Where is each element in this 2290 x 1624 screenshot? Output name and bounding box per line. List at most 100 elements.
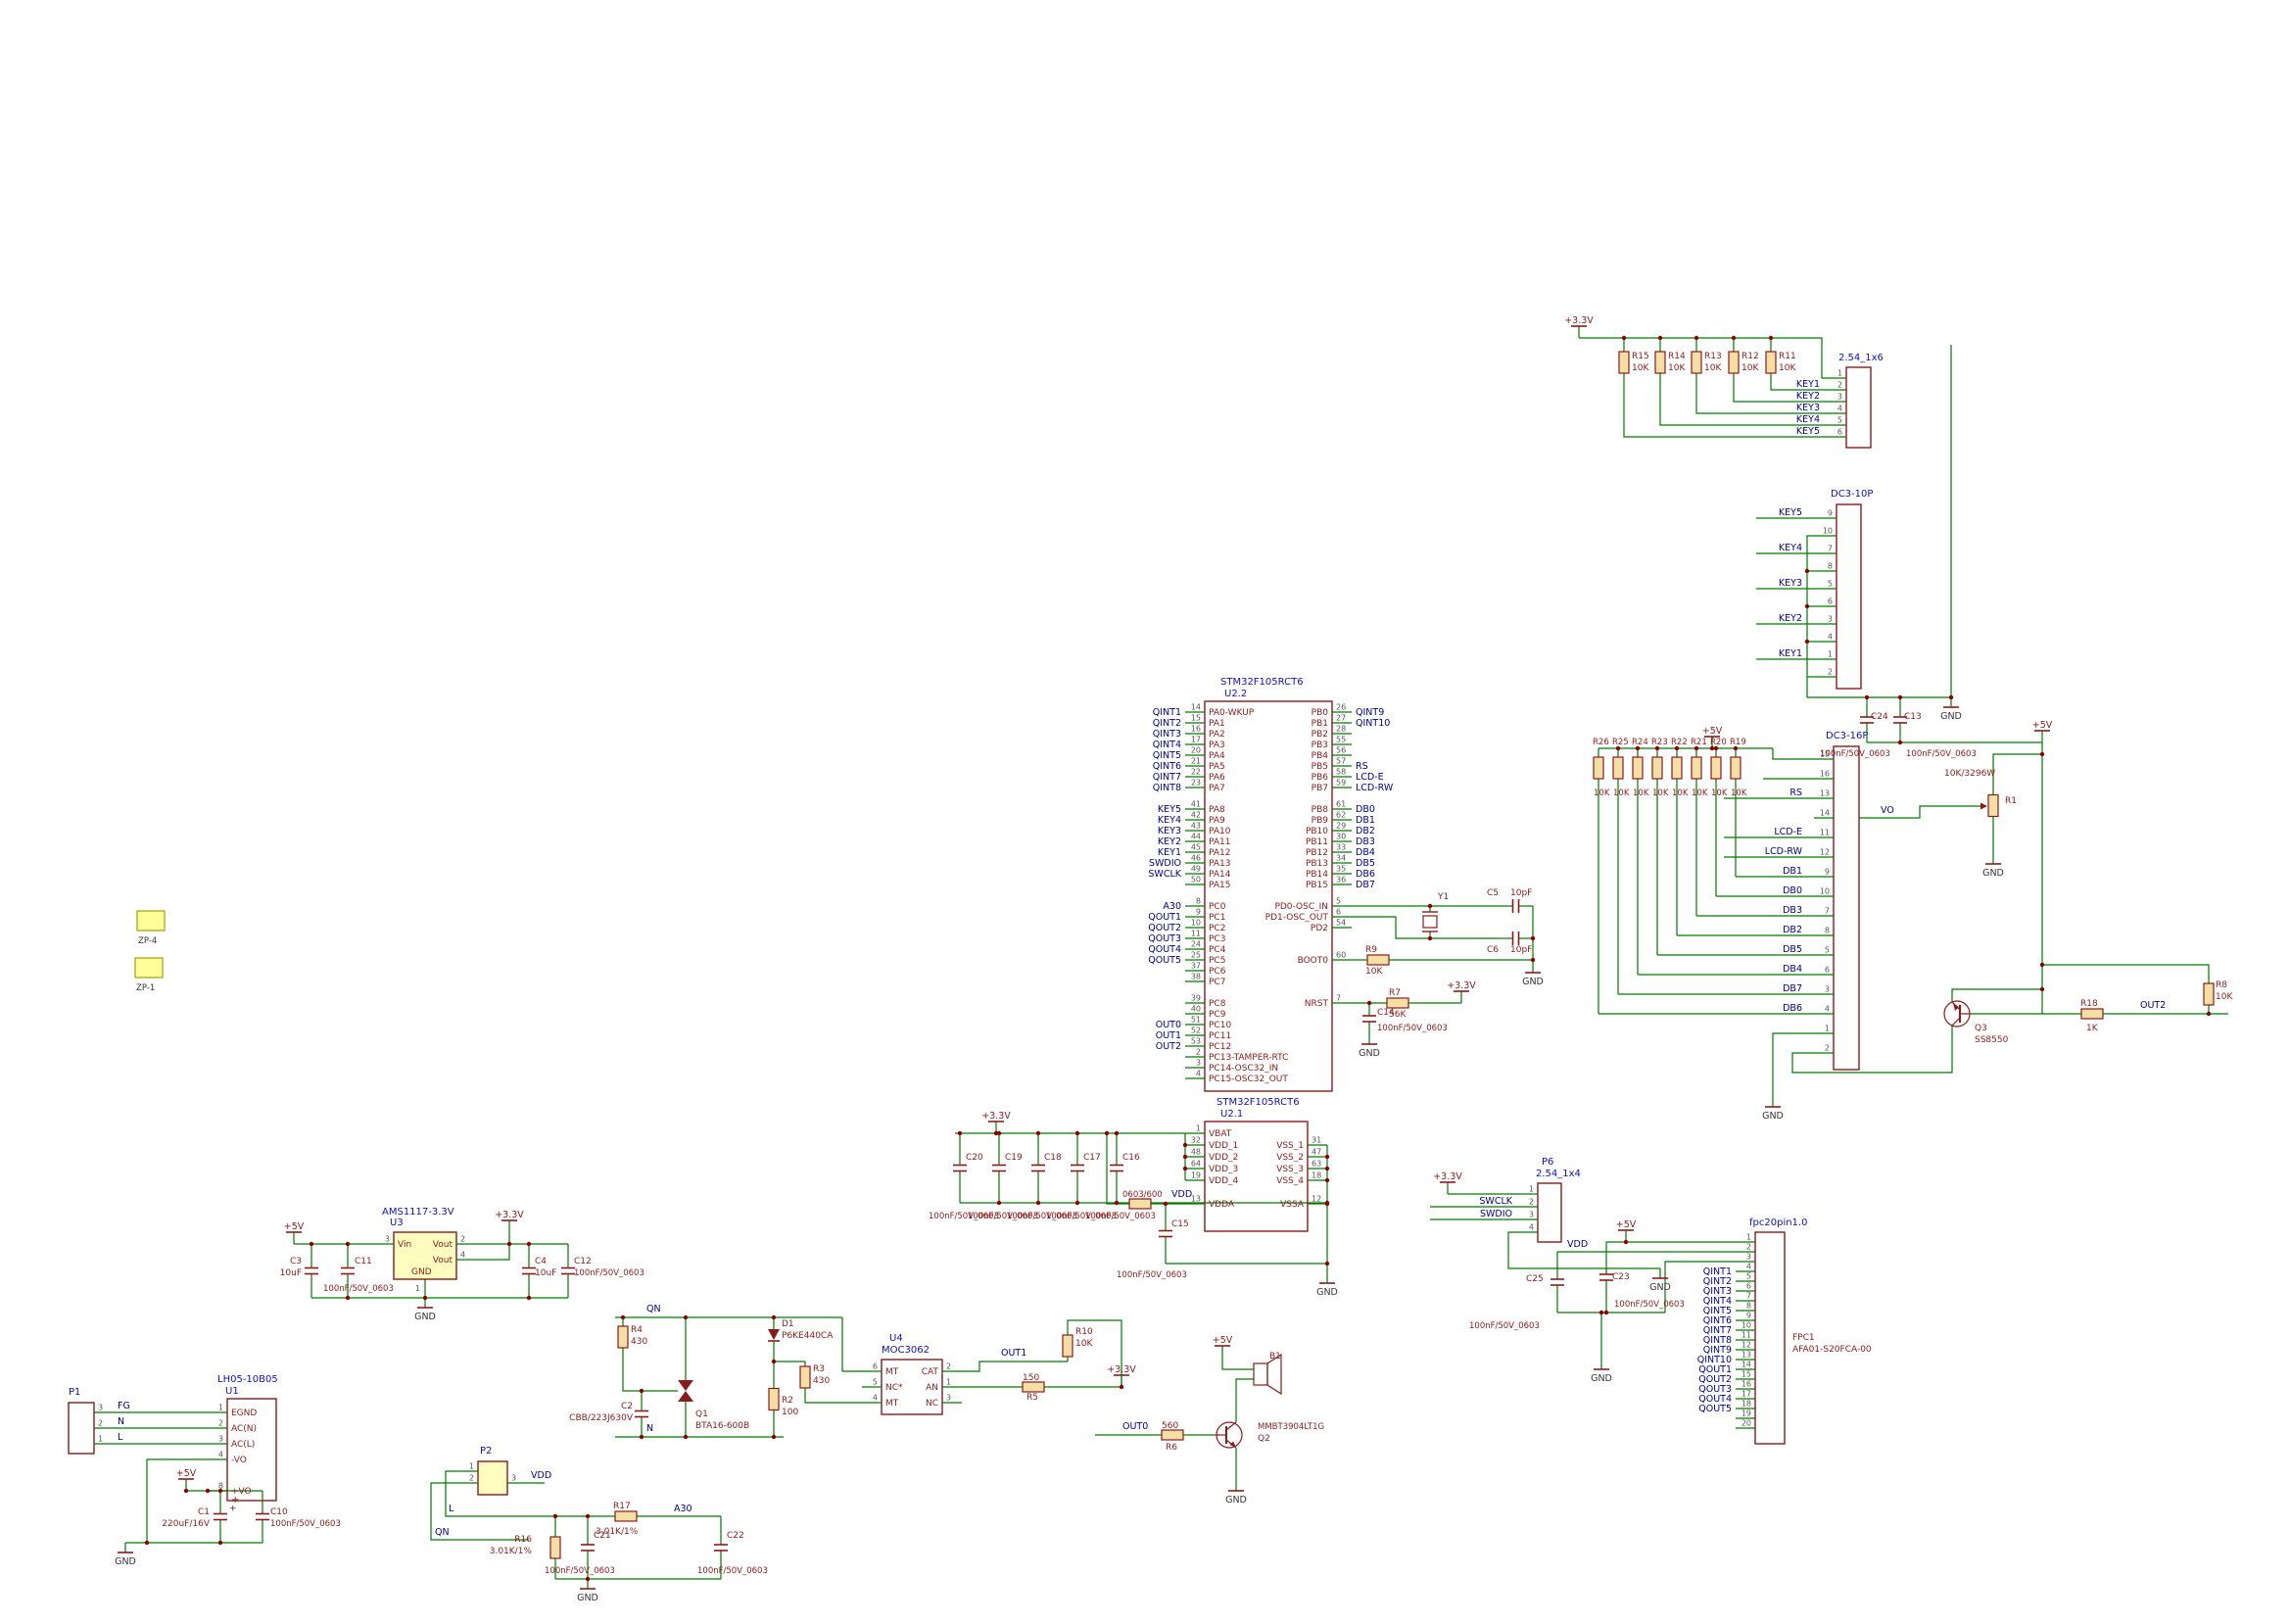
resistor[interactable]	[1730, 756, 1741, 780]
pin-number: 47	[1312, 1148, 1321, 1157]
designator: C25	[1526, 1274, 1544, 1284]
resistor[interactable]	[1728, 351, 1740, 374]
ic-u2-1[interactable]	[1204, 1121, 1309, 1232]
ic-u3-ams1117[interactable]	[393, 1231, 457, 1280]
pin-number: 55	[1336, 736, 1346, 744]
pin-number: 2	[1825, 1044, 1830, 1053]
resistor[interactable]	[1612, 756, 1624, 780]
wire	[1770, 379, 1827, 391]
component-label: fpc20pin1.0	[1749, 1218, 1807, 1228]
ic-u1-lh05[interactable]	[226, 1398, 277, 1502]
net-label: OUT0	[1156, 1020, 1181, 1030]
designator: R14	[1668, 352, 1686, 361]
resistor[interactable]	[1765, 351, 1777, 374]
pin-number: 11	[1820, 829, 1830, 837]
junction-dot	[957, 1130, 963, 1136]
resistor[interactable]	[1593, 756, 1604, 780]
resistor[interactable]	[1710, 756, 1722, 780]
designator: 10K	[1365, 967, 1383, 977]
conn-fpc1[interactable]	[1754, 1231, 1786, 1445]
ic-u2-2[interactable]	[1204, 700, 1333, 1092]
resistor[interactable]	[1062, 1334, 1073, 1358]
resistor[interactable]	[1651, 756, 1663, 780]
pin-number: 45	[1191, 843, 1201, 852]
junction-dot	[526, 1295, 532, 1301]
junction-dot	[1623, 1239, 1629, 1245]
resistor[interactable]	[1128, 1198, 1152, 1210]
designator: 10K	[1779, 363, 1796, 373]
resistor[interactable]	[1691, 351, 1702, 374]
resistor[interactable]	[2203, 982, 2215, 1006]
conn-p2[interactable]	[477, 1460, 508, 1496]
net-label: KEY4	[1796, 414, 1820, 425]
power-label: +3.3V	[1107, 1364, 1136, 1375]
conn-dc3-10p[interactable]	[1836, 503, 1862, 690]
designator: Q1	[695, 1409, 708, 1419]
triac[interactable]	[678, 1391, 693, 1402]
wire	[1623, 379, 1827, 438]
junction-dot	[1709, 745, 1715, 751]
net-label: LCD-E	[1774, 827, 1802, 837]
pin-name: VDD_2	[1209, 1153, 1238, 1163]
resistor[interactable]	[549, 1536, 561, 1559]
pin-number: 43	[1191, 822, 1201, 831]
component-label: STM32F105RCT6	[1220, 677, 1304, 688]
resistor[interactable]	[1671, 756, 1683, 780]
triac[interactable]	[678, 1380, 693, 1391]
designator: R1	[2005, 796, 2017, 806]
diode-tvs[interactable]	[768, 1329, 780, 1340]
pin-number: 10	[1820, 887, 1830, 896]
wire	[1951, 988, 2042, 1002]
resistor[interactable]	[1987, 793, 1999, 818]
resistor[interactable]	[1618, 351, 1630, 374]
pin-name: PA5	[1209, 762, 1225, 772]
designator: 10K	[1594, 788, 1610, 798]
pin-number: 6	[1828, 597, 1833, 606]
speaker-icon[interactable]	[1253, 1362, 1268, 1386]
conn-p6-swd[interactable]	[1537, 1182, 1562, 1243]
resistor[interactable]	[617, 1325, 629, 1349]
pin-number: 57	[1336, 757, 1346, 766]
resistor[interactable]	[1161, 1429, 1184, 1441]
crystal[interactable]	[1422, 915, 1438, 929]
junction-dot	[1657, 335, 1663, 341]
resistor[interactable]	[1691, 756, 1702, 780]
resistor[interactable]	[1366, 954, 1390, 966]
resistor[interactable]	[768, 1387, 780, 1411]
designator: C13	[1904, 712, 1922, 722]
resistor[interactable]	[1386, 997, 1409, 1009]
junction-dot	[1733, 745, 1739, 751]
resistor[interactable]	[1632, 756, 1644, 780]
wire	[1507, 1231, 1660, 1269]
designator: 100nF/50V_0603	[1906, 749, 1977, 759]
wire	[1772, 748, 1814, 760]
pin-number: 37	[1191, 962, 1201, 971]
conn-key-1x6[interactable]	[1845, 366, 1872, 449]
zp-pad[interactable]	[134, 957, 164, 979]
designator: 100nF/50V_0603	[270, 1519, 341, 1529]
junction-dot	[1948, 694, 1954, 700]
component-label: U3	[390, 1218, 404, 1228]
component-label: DC3-16P	[1826, 731, 1868, 741]
conn-p1[interactable]	[68, 1402, 95, 1455]
pin-name: PB14	[1306, 870, 1328, 880]
wire	[146, 1458, 208, 1543]
net-label: DB6	[1783, 1003, 1802, 1014]
resistor[interactable]	[2080, 1008, 2104, 1020]
pin-name: PB3	[1312, 740, 1328, 750]
pin-name: PA0-WKUP	[1209, 708, 1255, 718]
pin-name: PC5	[1209, 956, 1225, 966]
designator: 56K	[1389, 1010, 1407, 1020]
resistor[interactable]	[614, 1510, 638, 1522]
designator: 150	[1023, 1373, 1039, 1383]
conn-dc3-16p[interactable]	[1833, 745, 1860, 1071]
junction-dot	[2039, 751, 2045, 757]
resistor[interactable]	[799, 1365, 811, 1389]
pin-number: 16	[1741, 1380, 1751, 1389]
resistor[interactable]	[1022, 1381, 1045, 1393]
zp-pad[interactable]	[136, 910, 166, 931]
pin-name: PA3	[1209, 740, 1225, 750]
resistor[interactable]	[1654, 351, 1666, 374]
designator: 1K	[2086, 1024, 2099, 1033]
junction-dot	[1324, 1177, 1330, 1183]
